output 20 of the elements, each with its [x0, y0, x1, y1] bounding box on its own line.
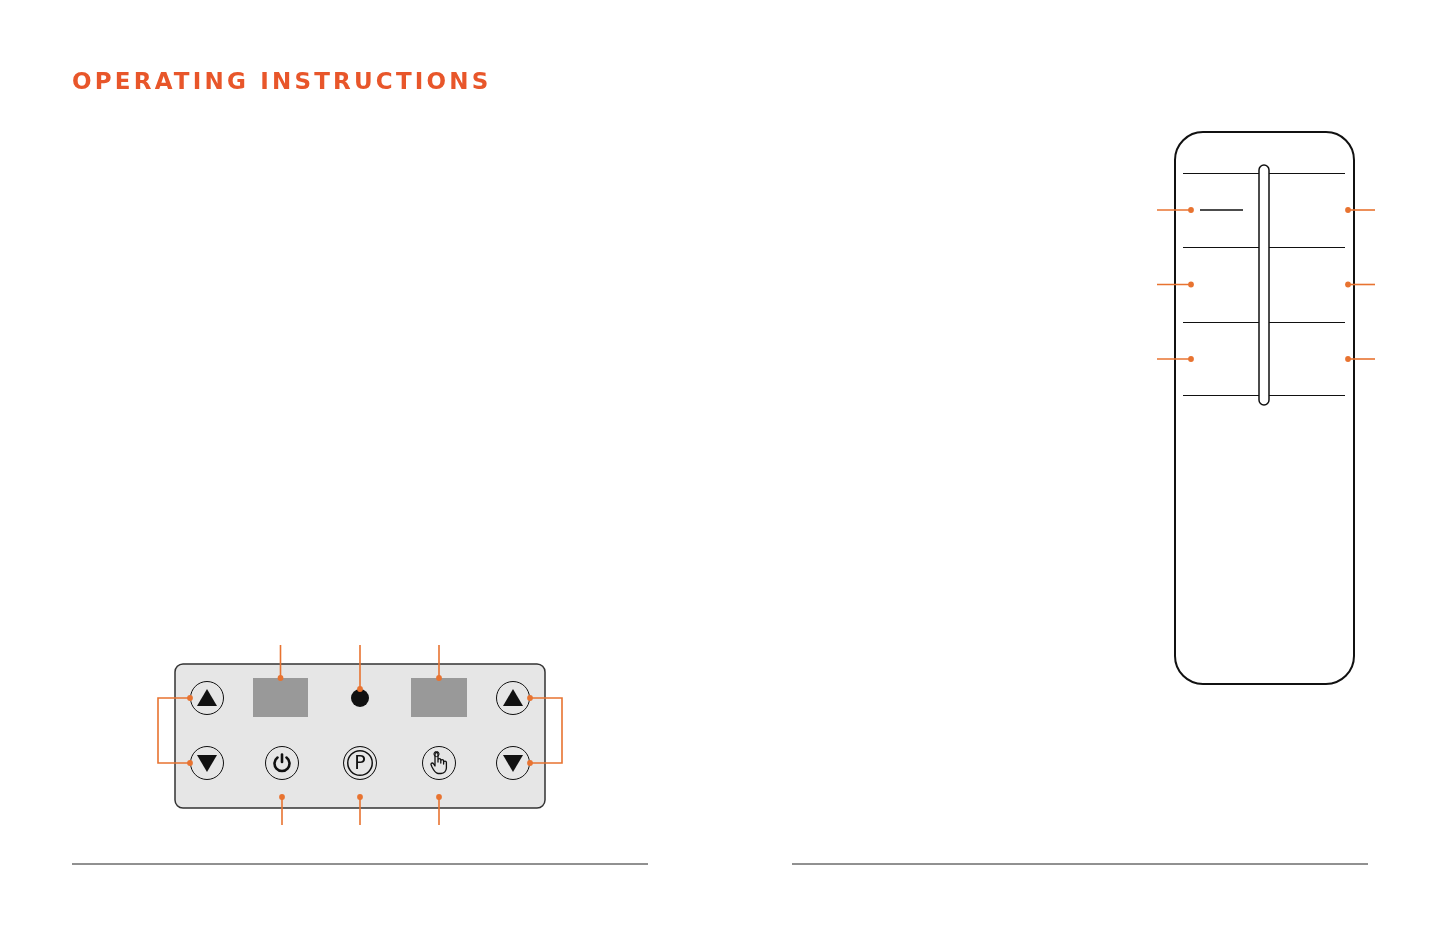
leader-line [157, 695, 193, 766]
leader-line [436, 794, 442, 826]
leader-line [1345, 207, 1376, 213]
leader-line [1156, 356, 1194, 362]
leader-line [1156, 207, 1194, 213]
leader-line [357, 644, 363, 692]
leader-line [1156, 281, 1194, 288]
page-title: OPERATING INSTRUCTIONS [72, 68, 492, 94]
leader-line [277, 644, 284, 681]
leader-line [527, 695, 563, 766]
leader-line [1345, 356, 1376, 362]
leader-line [357, 794, 363, 826]
remote-button-area [1183, 322, 1259, 396]
remote-button-area [1269, 322, 1345, 396]
leader-line [1345, 281, 1376, 288]
display-screen [253, 678, 308, 717]
leader-line [279, 794, 285, 826]
leader-line [436, 644, 442, 681]
button-letter: P [353, 751, 367, 773]
display-screen [411, 678, 467, 717]
